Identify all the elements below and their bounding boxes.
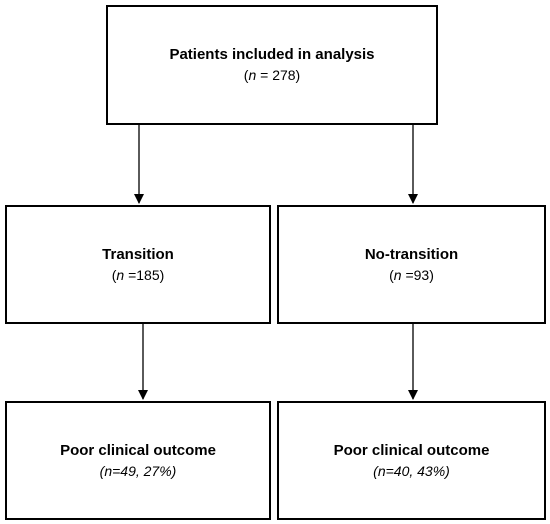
node-title: Patients included in analysis bbox=[169, 46, 375, 63]
n-symbol: n bbox=[116, 266, 125, 283]
node-title: No-transition bbox=[364, 245, 459, 263]
n-value: = 278) bbox=[256, 67, 301, 83]
node-count: (n =93) bbox=[389, 266, 434, 283]
node-title: Transition bbox=[102, 245, 174, 263]
node-detail: (n=40, 43%) bbox=[373, 462, 450, 479]
node-title: Poor clinical outcome bbox=[333, 441, 490, 459]
n-value: =185) bbox=[124, 266, 165, 283]
node-count: (n =185) bbox=[111, 266, 165, 283]
node-detail: (n=49, 27%) bbox=[99, 462, 177, 479]
node-no-transition: No-transition (n =93) bbox=[277, 205, 546, 324]
node-count: (n = 278) bbox=[243, 67, 301, 83]
n-symbol: n bbox=[393, 266, 402, 283]
node-patients-included: Patients included in analysis (n = 278) bbox=[106, 5, 438, 125]
node-title: Poor clinical outcome bbox=[60, 441, 216, 459]
node-transition: Transition (n =185) bbox=[5, 205, 271, 324]
node-outcome-no-transition: Poor clinical outcome (n=40, 43%) bbox=[277, 401, 546, 520]
n-value: =93) bbox=[401, 266, 434, 283]
n-symbol: n bbox=[248, 67, 257, 83]
node-outcome-transition: Poor clinical outcome (n=49, 27%) bbox=[5, 401, 271, 520]
